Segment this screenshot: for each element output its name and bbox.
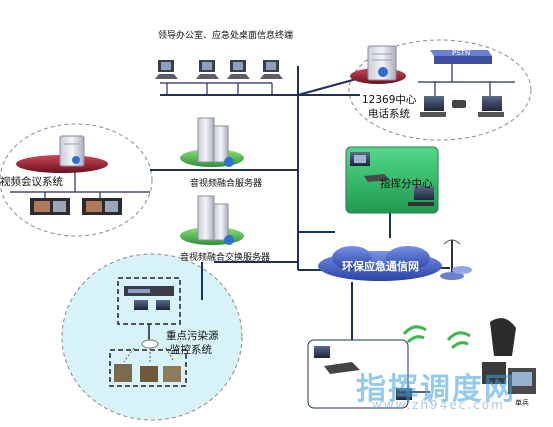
wireless-ap-icon: [141, 339, 159, 349]
pollution-monitoring-zone: [61, 253, 243, 421]
site-camera-icon: [114, 364, 181, 382]
call-center-zone: [348, 39, 532, 141]
single-soldier-label: 单兵: [515, 399, 529, 407]
phone-icon: [452, 100, 466, 108]
call-center-pc-icon: [478, 96, 504, 117]
av-fusion-server-icon: [197, 117, 234, 167]
single-soldier-equipment-icon: [482, 318, 536, 394]
command-center-screen-icon: [350, 152, 370, 166]
mobile-screen-icon: [314, 346, 330, 358]
call-center-server-icon: [367, 45, 397, 81]
wireless-tower-icon: [440, 239, 472, 280]
mobile-console-icon: [324, 362, 360, 374]
desk-terminal-icon: [155, 60, 178, 79]
watermark-title: 指挥调度网: [356, 372, 516, 407]
network-cloud: [318, 246, 442, 281]
desk-terminal-icon: [196, 60, 219, 79]
video-conference-label: 视频会议系统: [0, 176, 63, 188]
call-center-label-2: 电话系统: [368, 108, 410, 120]
video-terminal-icon: [30, 198, 70, 215]
video-terminal-icon: [82, 198, 122, 215]
desk-terminal-icon: [260, 60, 283, 79]
pollution-pc-icon: [134, 300, 170, 310]
mobile-command-panel: [307, 339, 409, 409]
mobile-monitor-icon: [396, 388, 412, 400]
leaders-terminal-label: 领导办公室、应急处桌面信息终端: [158, 31, 294, 41]
encoder-device-icon: [124, 286, 174, 296]
video-conference-server-icon: [59, 135, 85, 167]
network-label: 环保应急通信网: [342, 260, 419, 273]
wireless-wave-icon: [402, 325, 427, 344]
command-monitor-icon: [408, 186, 434, 206]
pollution-source-label-2: 监控系统: [170, 344, 212, 356]
av-exchange-server-icon: [197, 195, 234, 245]
pstn-switch-icon: [430, 50, 492, 64]
video-conference-zone: [0, 123, 153, 237]
pollution-source-label: 重点污染源: [166, 330, 219, 342]
backbone-lines: [150, 66, 450, 345]
watermark-url: www.zh94ec.com: [372, 398, 505, 412]
av-exchange-server-label: 音视频融合交换服务器: [180, 253, 271, 263]
av-fusion-server-label: 音视频融合服务器: [190, 179, 263, 189]
pstn-label: PSTN: [452, 49, 471, 57]
desk-terminal-icon: [227, 60, 250, 79]
call-center-pc-icon: [420, 96, 446, 117]
wireless-wave-icon: [446, 331, 471, 350]
command-console-icon: [364, 174, 390, 182]
call-center-label: 12369中心: [362, 94, 417, 106]
command-center-label: 指挥分中心: [380, 178, 433, 190]
